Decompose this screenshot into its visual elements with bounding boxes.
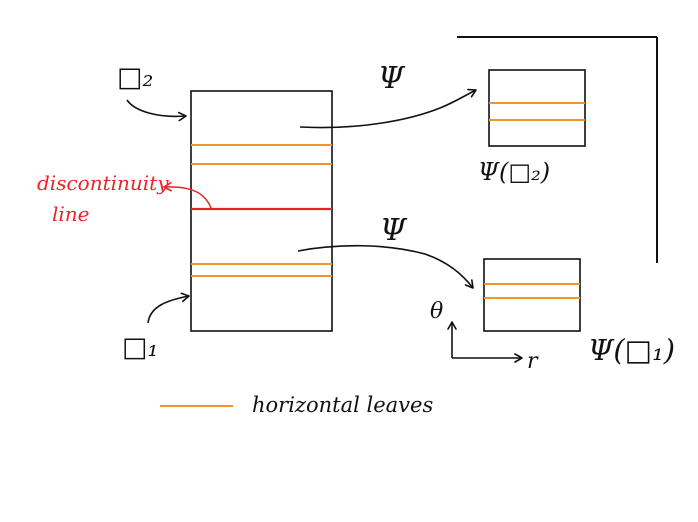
label-psi-top: Ψ [378, 61, 406, 96]
label-axis-r: r [527, 349, 539, 374]
label-axis-theta: θ [430, 299, 443, 324]
label-q2: □₂ [117, 62, 153, 93]
psi-arrow-top [299, 88, 477, 129]
arrow-q2-to-rectangle [126, 99, 187, 122]
image-rectangle-q2 [488, 69, 586, 147]
arrow-q1-to-rectangle [147, 292, 190, 324]
label-psi-bottom: Ψ [380, 213, 408, 248]
image-rectangle-q1 [483, 258, 581, 332]
legend-label: horizontal leaves [252, 393, 433, 417]
label-discontinuity-line: line [52, 202, 90, 226]
psi-arrow-bottom [297, 244, 474, 289]
label-q1: □₁ [122, 332, 158, 363]
discontinuity-pointer-arrow [163, 181, 212, 209]
label-psi-q2: Ψ(□₂) [478, 158, 550, 186]
label-psi-q1: Ψ(□₁) [588, 333, 675, 367]
label-discontinuity: discontinuity [37, 171, 169, 195]
domain-rectangle [190, 90, 333, 332]
